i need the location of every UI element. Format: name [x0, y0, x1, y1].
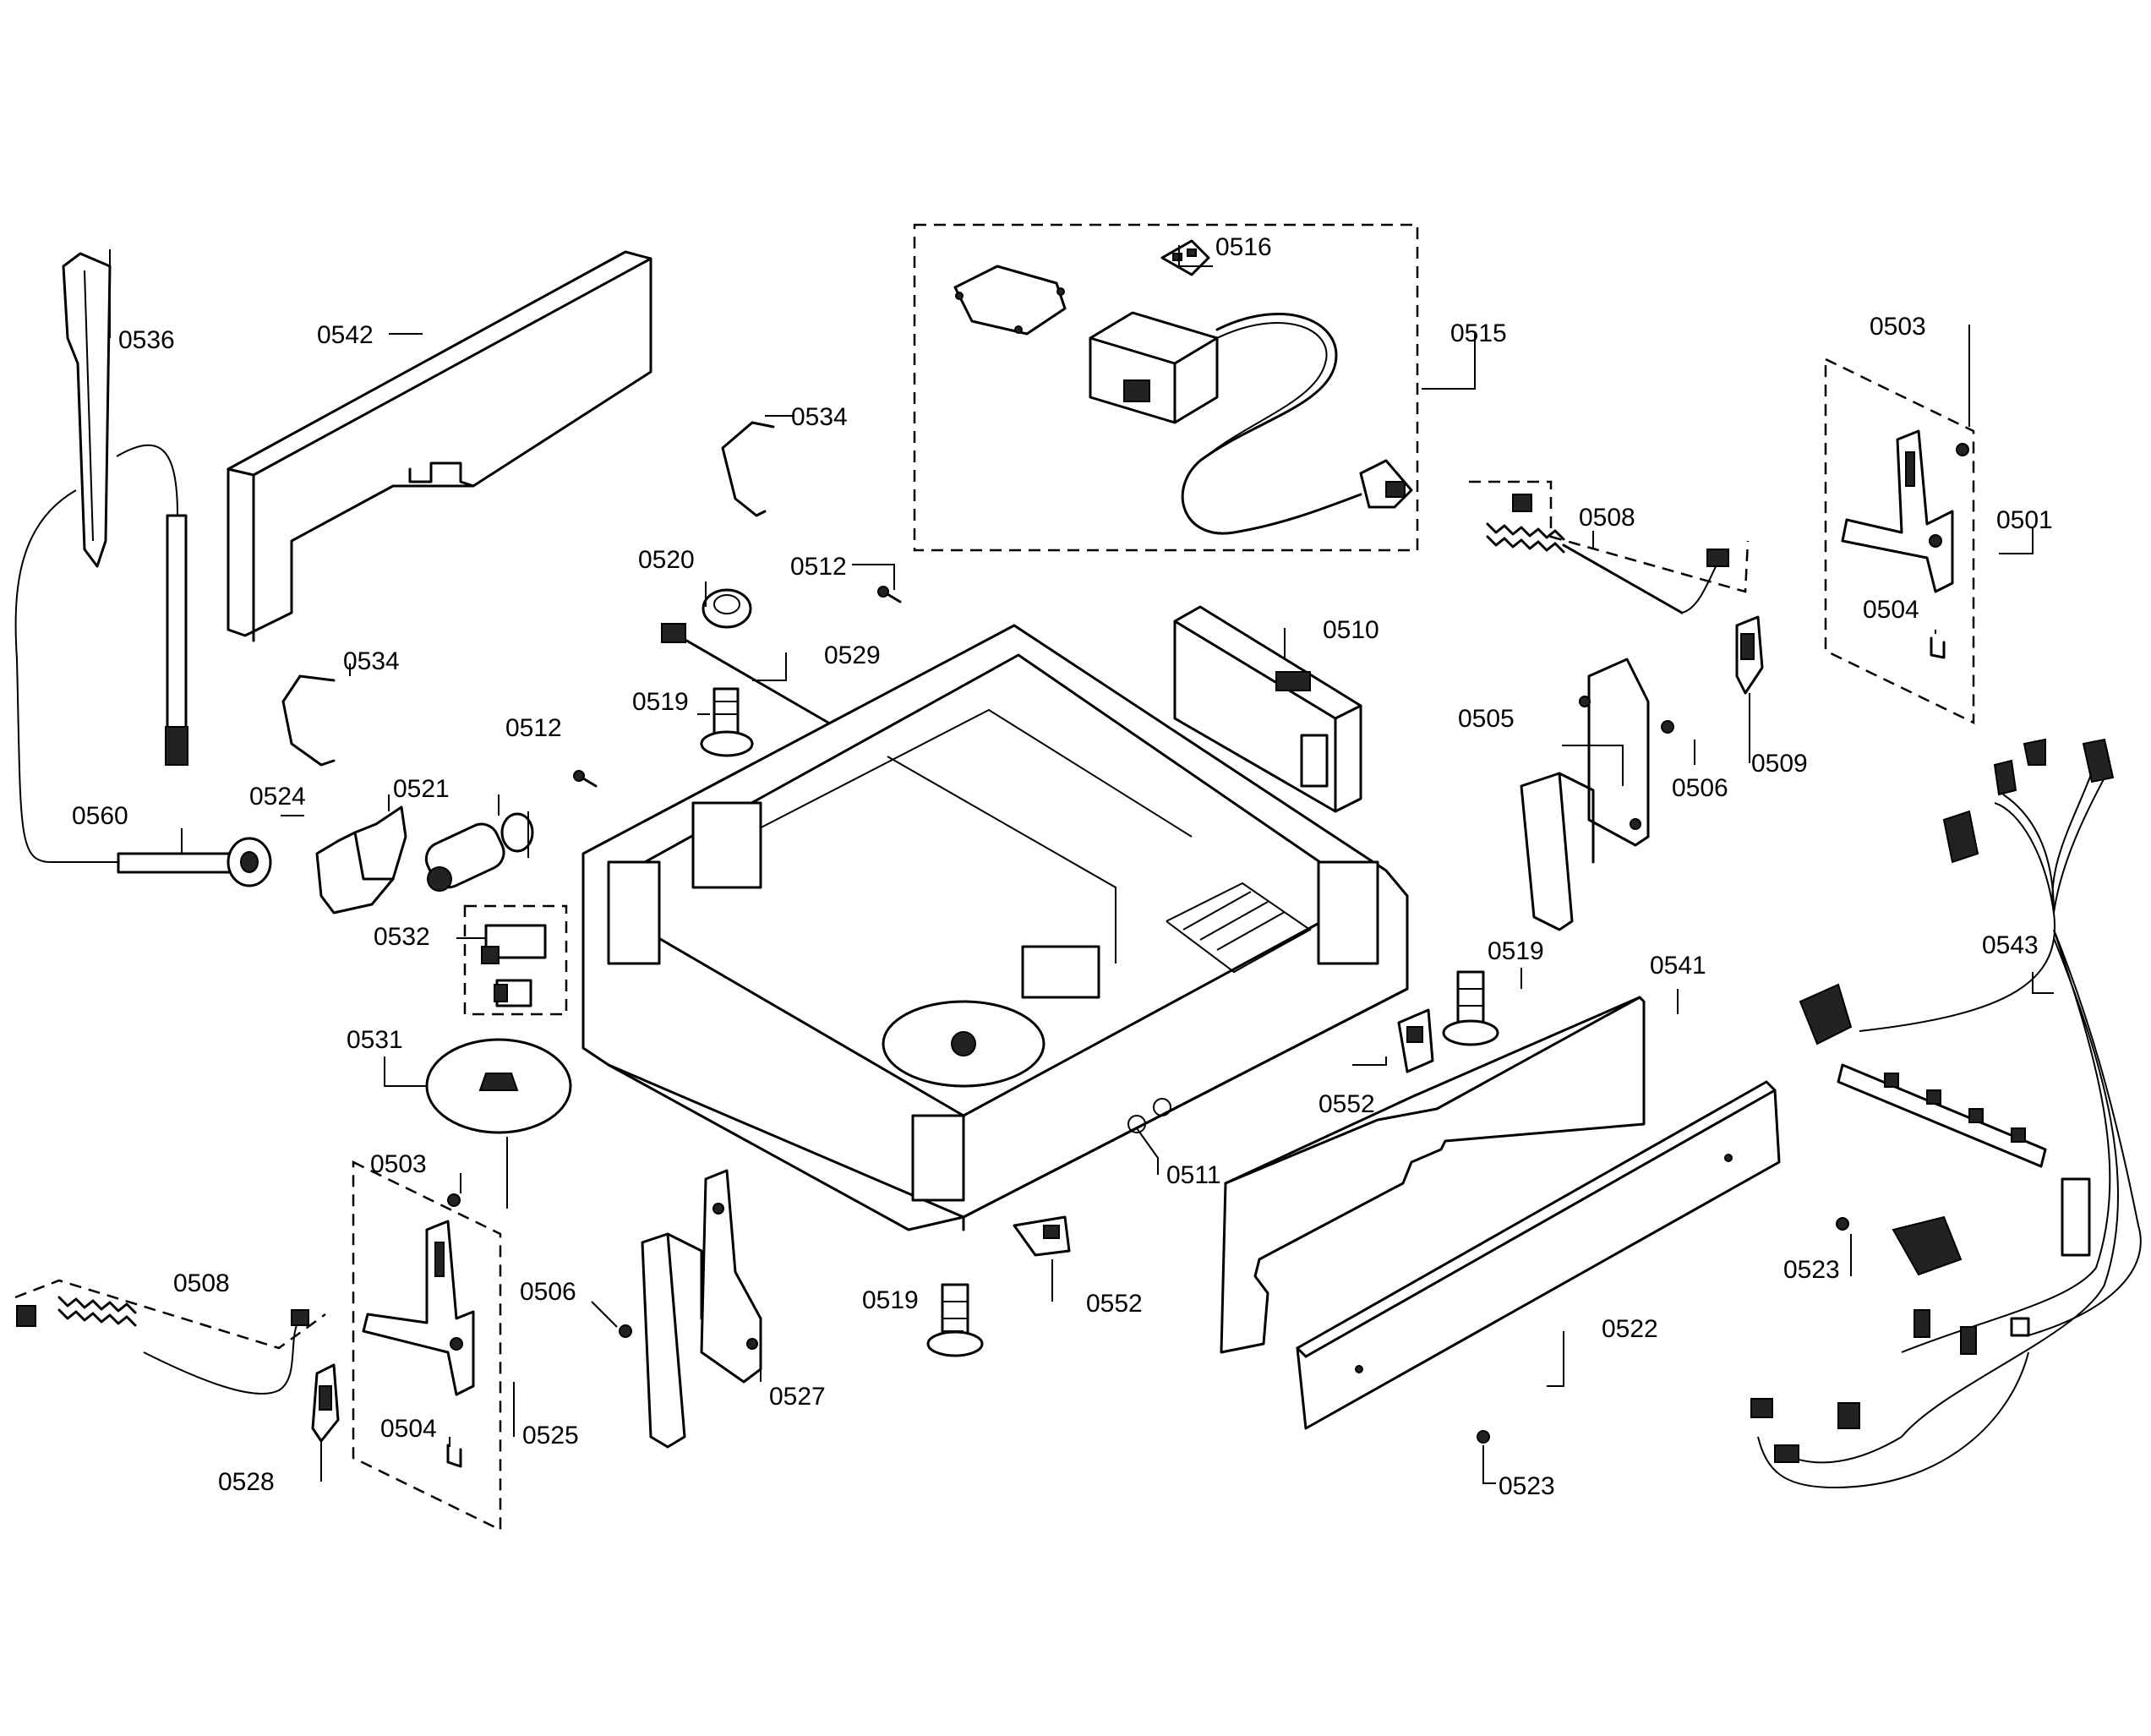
group-box-0508-bottom [14, 1279, 326, 1350]
part-0534-clip-upper [721, 421, 775, 517]
part-0506-screw-upper [1661, 720, 1674, 734]
callout-0523-right: 0523 [1783, 1256, 1840, 1284]
callout-0543: 0543 [1982, 931, 2039, 959]
callout-0512-upper: 0512 [790, 553, 847, 581]
part-0528-latch [311, 1363, 340, 1443]
part-0504-clip-upper [1930, 636, 1946, 659]
callout-0552-right: 0552 [1318, 1090, 1375, 1118]
callout-0541: 0541 [1650, 952, 1706, 980]
callout-0503-upper: 0503 [1870, 313, 1926, 341]
callout-0536: 0536 [118, 326, 175, 354]
callout-0528: 0528 [218, 1468, 275, 1496]
part-0523-screw-bottom [1477, 1430, 1490, 1444]
group-box-0532 [463, 904, 568, 1016]
group-box-0515 [913, 223, 1419, 552]
part-0520-nut [702, 588, 752, 629]
callout-0552-bottom: 0552 [1086, 1290, 1143, 1318]
callout-0506-lower: 0506 [520, 1278, 576, 1306]
callout-0525: 0525 [522, 1422, 579, 1449]
part-0532-switch [481, 924, 547, 1007]
part-0536-rod-assembly [14, 252, 188, 863]
part-0542-top-panel [227, 250, 652, 642]
callout-0503-lower: 0503 [370, 1150, 427, 1178]
callout-0524: 0524 [249, 783, 306, 811]
part-0508-spring-upper [1486, 494, 1729, 614]
callout-0511: 0511 [1166, 1161, 1221, 1189]
part-0534-clip-lower [281, 674, 336, 767]
callout-0508-upper: 0508 [1579, 504, 1635, 532]
part-0541-toe-panel [1220, 996, 1646, 1354]
callout-0560: 0560 [72, 802, 128, 830]
callout-0534-upper: 0534 [791, 403, 848, 431]
part-0508-spring-lower [16, 1296, 309, 1395]
callout-0516: 0516 [1215, 233, 1272, 261]
group-box-0525 [352, 1160, 502, 1532]
callout-0505: 0505 [1458, 705, 1515, 733]
part-0521-pump [424, 812, 534, 892]
part-0525-hinge [362, 1220, 475, 1396]
part-0512-screw-lower [573, 770, 598, 788]
callout-labels: 0516 0515 0536 0542 0534 0520 0512 0529 … [72, 233, 2053, 1500]
part-0510-control-module [1173, 605, 1362, 813]
callout-0504-upper: 0504 [1863, 596, 1919, 624]
part-0505-side-bracket [1520, 658, 1650, 931]
callout-0512-lower: 0512 [505, 714, 562, 742]
part-0509-latch [1735, 615, 1764, 695]
part-0524-bracket [315, 805, 407, 914]
part-0552-clip-bottom [1013, 1215, 1071, 1257]
part-0506-screw-lower [619, 1324, 632, 1338]
callout-0529: 0529 [824, 641, 881, 669]
part-0560-tube [117, 837, 272, 887]
callout-0519-upper: 0519 [632, 688, 689, 716]
part-0503-screw-lower [447, 1193, 461, 1207]
callout-0523-bottom: 0523 [1499, 1472, 1555, 1500]
callout-0531: 0531 [347, 1026, 403, 1054]
callout-0519-right: 0519 [1488, 937, 1544, 965]
part-0552-clip-right [1397, 1008, 1434, 1073]
part-0503-screw-upper [1956, 443, 1969, 456]
part-0531-float-disc [425, 1038, 572, 1209]
callout-0501: 0501 [1996, 506, 2053, 534]
callout-0522: 0522 [1602, 1315, 1658, 1343]
group-box-0501 [1824, 358, 1975, 724]
part-0543-wire-harness [1750, 738, 2142, 1489]
callout-0506-upper: 0506 [1672, 774, 1728, 802]
part-0523-screw-right [1836, 1217, 1849, 1231]
part-0512-screw-upper [877, 586, 902, 603]
callout-0534-lower: 0534 [343, 647, 400, 675]
callout-0510: 0510 [1323, 616, 1379, 644]
part-0515-hose-assembly [953, 239, 1413, 535]
callout-0508-lower: 0508 [173, 1269, 230, 1297]
part-0519-foot-upper [700, 687, 754, 757]
callout-0532: 0532 [374, 923, 430, 951]
callout-0542: 0542 [317, 321, 374, 349]
group-box-0508-top [1469, 480, 1750, 593]
part-0519-foot-bottom [926, 1283, 984, 1357]
callout-0527: 0527 [769, 1383, 826, 1411]
callout-0519-bottom: 0519 [862, 1286, 919, 1314]
part-0501-hinge [1841, 429, 1954, 593]
part-0519-foot-right [1442, 970, 1499, 1046]
callout-0515: 0515 [1450, 319, 1507, 347]
callout-0504-lower: 0504 [380, 1415, 437, 1443]
part-0511-base-tub [581, 624, 1409, 1231]
part-0504-clip-lower [446, 1444, 462, 1468]
callout-0509: 0509 [1751, 750, 1808, 778]
part-0527-side-bracket [641, 1169, 762, 1449]
callout-0521: 0521 [393, 775, 450, 803]
leader-lines [109, 245, 2054, 1484]
callout-0520: 0520 [638, 546, 695, 574]
part-0522-kick-plate [1296, 1080, 1781, 1430]
